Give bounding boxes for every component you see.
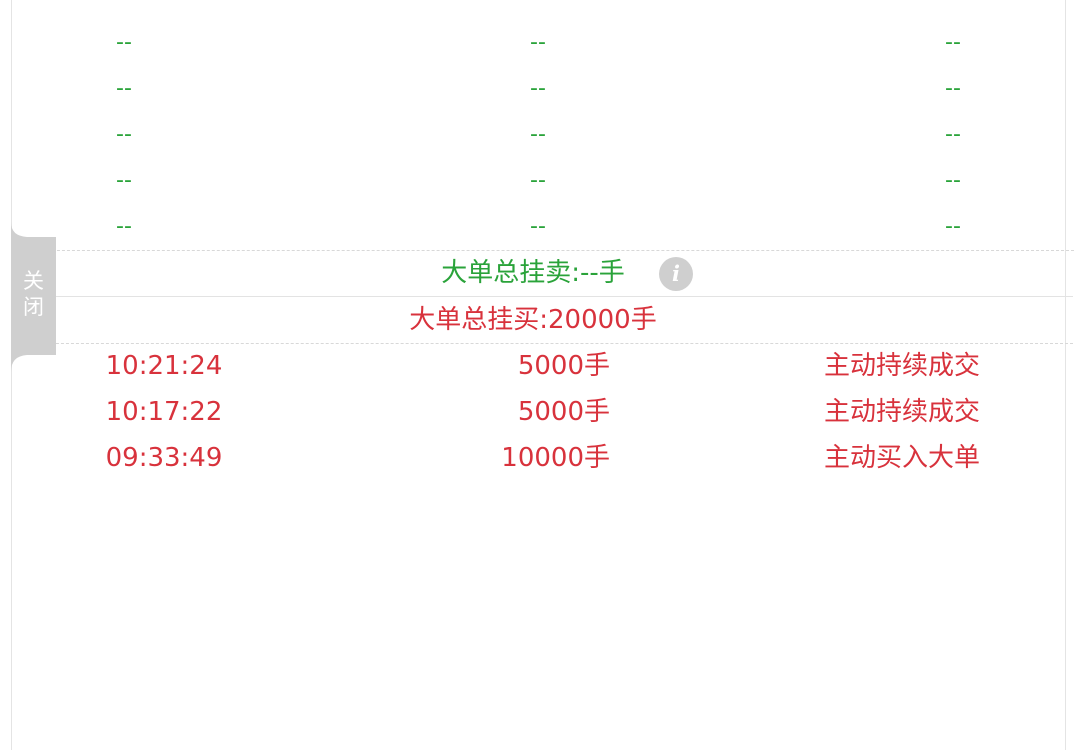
info-icon[interactable]: i [659,257,693,291]
buy-order-time: 10:17:22 [105,397,223,427]
buy-order-volume: 5000手 [517,397,610,427]
sell-order-time: -- [116,214,132,239]
sell-order-time: -- [116,168,132,193]
section-divider [11,343,1073,344]
sell-order-row: -- -- -- [12,20,1065,66]
sell-order-type: -- [945,76,961,101]
sell-order-row: -- -- -- [12,204,1065,250]
buy-total-summary: 大单总挂买:20000手 [409,305,657,335]
sell-order-time: -- [116,30,132,55]
sell-order-row: -- -- -- [12,158,1065,204]
sell-order-time: -- [116,76,132,101]
sell-order-volume: -- [530,168,546,193]
sell-order-volume: -- [530,122,546,147]
buy-order-volume: 5000手 [517,351,610,381]
buy-order-type: 主动持续成交 [823,351,980,381]
section-divider [12,250,1074,251]
close-tab-label[interactable]: 关 闭 [11,268,56,324]
buy-order-row: 10:17:22 5000手 主动持续成交 [0,389,1074,435]
sell-total-summary: 大单总挂卖:--手 [441,258,625,288]
buy-order-volume: 10000手 [501,443,610,473]
sell-order-row: -- -- -- [12,112,1065,158]
buy-order-type: 主动持续成交 [823,397,980,427]
big-order-panel: -- -- -- -- -- -- -- -- -- -- -- -- -- -… [11,0,1074,750]
sell-order-type: -- [945,214,961,239]
summary-divider [11,296,1073,297]
buy-order-row: 10:21:24 5000手 主动持续成交 [0,343,1074,389]
buy-order-time: 09:33:49 [105,443,223,473]
sell-order-row: -- -- -- [12,66,1065,112]
buy-order-time: 10:21:24 [105,351,223,381]
sell-order-type: -- [945,30,961,55]
buy-order-type: 主动买入大单 [823,443,980,473]
close-label-char: 关 [23,269,44,293]
sell-order-volume: -- [530,76,546,101]
close-label-char: 闭 [23,295,44,319]
sell-order-volume: -- [530,214,546,239]
buy-order-row: 09:33:49 10000手 主动买入大单 [0,435,1074,481]
sell-order-type: -- [945,168,961,193]
sell-order-time: -- [116,122,132,147]
sell-order-volume: -- [530,30,546,55]
sell-order-type: -- [945,122,961,147]
